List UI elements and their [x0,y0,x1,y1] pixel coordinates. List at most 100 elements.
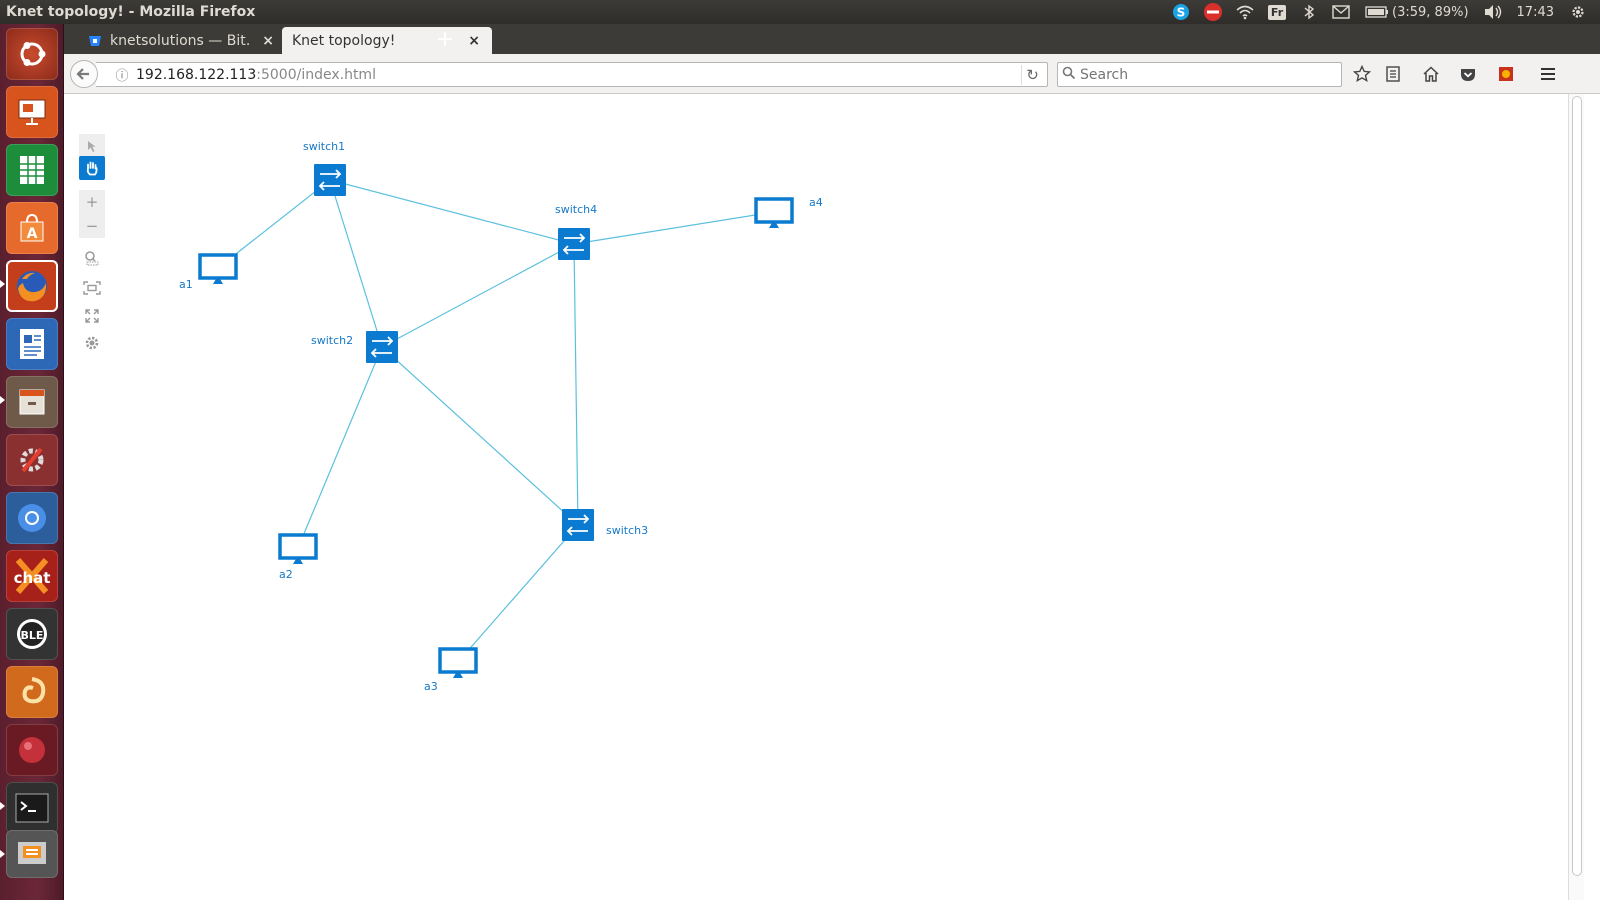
home-icon[interactable] [1417,62,1445,86]
window-title: Knet topology! - Mozilla Firefox [6,4,256,20]
scrollbar-thumb[interactable] [1572,96,1582,876]
launcher-firefox[interactable] [6,260,58,312]
tab-bitbucket[interactable]: knetsolutions — Bit… × [78,27,286,54]
search-icon [1058,66,1080,84]
top-panel: Knet topology! - Mozilla Firefox S Fr (3… [0,0,1600,24]
node-a2[interactable]: a2 [278,533,318,581]
launcher-usb-ble[interactable]: BLE [6,608,58,660]
extension-icon[interactable] [1492,62,1520,86]
zoom-region-icon[interactable] [79,246,105,270]
new-tab-plus-icon[interactable]: + [435,26,455,52]
keyboard-layout-indicator[interactable]: Fr [1261,0,1293,24]
node-label: a3 [424,680,438,693]
node-switch3[interactable]: switch3 [562,509,648,541]
zoom-out-icon[interactable]: − [79,214,105,238]
firefox-icon [17,271,47,302]
xchat-icon: chat [14,558,51,594]
switch-icon [366,331,398,363]
fullscreen-icon[interactable] [79,304,105,328]
pan-hand-icon[interactable] [79,156,105,180]
bluetooth-icon[interactable] [1293,0,1325,24]
url-bar[interactable]: ⓘ 192.168.122.113:5000/index.html ↻ [96,62,1048,87]
pocket-icon[interactable] [1454,62,1482,86]
battery-status: (3:59, 89%) [1392,4,1469,20]
select-tool-icon[interactable] [79,134,105,158]
launcher-xchat[interactable]: chat [6,550,58,602]
zoom-in-icon[interactable]: + [79,190,105,214]
tab-label: knetsolutions — Bit… [110,32,253,49]
launcher-writer[interactable] [6,318,58,370]
system-tray: S Fr (3:59, 89%) 17:43 [1165,0,1600,24]
hamburger-menu-icon[interactable] [1534,62,1562,86]
launcher-meld[interactable] [6,666,58,718]
no-entry-icon[interactable] [1197,0,1229,24]
wrench-gear-icon [20,447,44,473]
node-label: switch1 [303,140,345,153]
node-label: a1 [179,278,193,291]
settings-gear-icon[interactable] [79,331,105,355]
node-a3[interactable]: a3 [424,647,478,693]
url-path: :5000/index.html [256,66,376,83]
switch-icon [562,509,594,541]
launcher-impress[interactable] [6,86,58,138]
tab-knet-topology[interactable]: Knet topology! × [282,27,492,54]
node-label: switch3 [606,524,648,537]
url-host: 192.168.122.113 [136,66,257,83]
launcher-sublime-stack[interactable] [6,830,58,878]
launcher-terminal[interactable] [6,782,58,834]
launcher-calc[interactable] [6,144,58,196]
ubuntu-logo-icon [20,42,46,66]
close-tab-icon[interactable]: × [262,32,274,49]
node-switch2[interactable]: switch2 [311,331,398,363]
switch-icon [558,228,590,260]
battery-icon [1365,6,1389,18]
navigation-toolbar: ⓘ 192.168.122.113:5000/index.html ↻ [64,54,1600,94]
mail-icon[interactable] [1325,0,1357,24]
bitbucket-icon [89,35,101,46]
back-button[interactable] [70,60,98,88]
node-label: a2 [279,568,293,581]
battery-indicator[interactable]: (3:59, 89%) [1357,0,1477,24]
ble-plug-icon: BLE [17,619,47,649]
launcher-app-red[interactable] [6,724,58,776]
launcher-ubuntu-button[interactable] [6,28,58,80]
vertical-scrollbar[interactable] [1568,94,1584,900]
monitor-icon [198,253,238,284]
node-a1[interactable]: a1 [179,253,238,291]
launcher-running-indicator [0,280,5,288]
spreadsheet-icon [20,156,44,184]
node-a4[interactable]: a4 [754,196,823,228]
launcher-chromium[interactable] [6,492,58,544]
file-cabinet-icon [19,389,45,415]
launcher-system-settings[interactable] [6,434,58,486]
bookmark-star-icon[interactable] [1348,62,1376,86]
page-margin [1584,94,1600,900]
reload-icon[interactable]: ↻ [1021,65,1043,85]
launcher-software-center[interactable]: A [6,202,58,254]
skype-icon[interactable]: S [1165,0,1197,24]
gear-icon[interactable] [1562,0,1594,24]
svg-text:S: S [1177,6,1186,20]
switch-icon [314,164,346,196]
svg-text:chat: chat [14,569,51,587]
wifi-icon[interactable] [1229,0,1261,24]
chromium-icon [18,504,46,532]
red-orb-icon [19,737,45,763]
document-icon [20,329,44,359]
launcher-running-indicator [0,396,5,404]
site-info-icon[interactable]: ⓘ [115,69,129,84]
node-switch4[interactable]: switch4 [555,203,597,260]
search-bar[interactable] [1057,62,1342,87]
fit-to-view-icon[interactable] [79,276,105,300]
clock[interactable]: 17:43 [1516,4,1554,20]
terminal-icon [15,793,49,823]
reading-list-icon[interactable] [1379,62,1407,86]
node-switch1[interactable]: switch1 [303,140,346,196]
monitor-icon [278,533,318,564]
volume-icon[interactable] [1477,0,1509,24]
close-tab-icon[interactable]: × [468,32,480,49]
launcher-files[interactable] [6,376,58,428]
topology-canvas[interactable] [64,94,1568,900]
search-input[interactable] [1080,66,1341,83]
sublime-icon [18,842,46,864]
